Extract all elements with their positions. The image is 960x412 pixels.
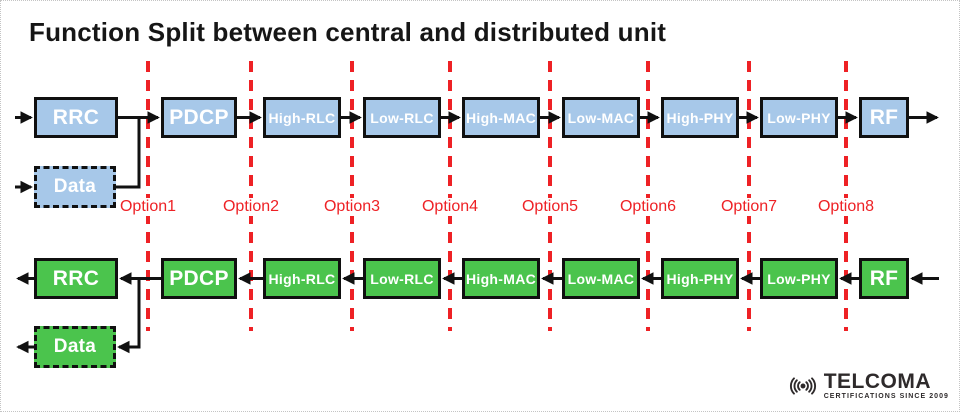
connector-top-data-branch xyxy=(116,117,141,189)
box-top-rrc: RRC xyxy=(34,97,118,138)
arrow-bottom-branch-to-data xyxy=(117,278,141,354)
split-line-option6 xyxy=(646,61,650,331)
box-top-data: Data xyxy=(34,166,116,208)
option-label-7: Option7 xyxy=(717,198,781,216)
option-label-2: Option2 xyxy=(219,198,283,216)
box-bottom-lowphy: Low-PHY xyxy=(760,258,838,299)
box-bottom-rf: RF xyxy=(859,258,909,299)
box-top-highphy: High-PHY xyxy=(661,97,739,138)
option-label-4: Option4 xyxy=(418,198,482,216)
box-top-lowrlc: Low-RLC xyxy=(363,97,441,138)
option-label-8: Option8 xyxy=(814,198,878,216)
box-top-lowphy: Low-PHY xyxy=(760,97,838,138)
split-line-option1 xyxy=(146,61,150,331)
page-title: Function Split between central and distr… xyxy=(29,17,667,47)
box-top-lowmac: Low-MAC xyxy=(562,97,640,138)
box-bottom-data: Data xyxy=(34,326,116,368)
box-bottom-lowrlc: Low-RLC xyxy=(363,258,441,299)
box-bottom-pdcp: PDCP xyxy=(161,258,237,299)
split-line-option4 xyxy=(448,61,452,331)
split-line-option2 xyxy=(249,61,253,331)
box-bottom-highphy: High-PHY xyxy=(661,258,739,299)
split-line-option3 xyxy=(350,61,354,331)
box-top-highmac: High-MAC xyxy=(462,97,540,138)
option-label-3: Option3 xyxy=(320,198,384,216)
split-line-option8 xyxy=(844,61,848,331)
split-line-option7 xyxy=(747,61,751,331)
box-bottom-highmac: High-MAC xyxy=(462,258,540,299)
box-top-rf: RF xyxy=(859,97,909,138)
logo-tagline: CERTIFICATIONS SINCE 2009 xyxy=(823,393,949,400)
split-line-option5 xyxy=(548,61,552,331)
box-top-pdcp: PDCP xyxy=(161,97,237,138)
signal-waves-icon xyxy=(789,377,816,395)
box-top-highrlc: High-RLC xyxy=(263,97,341,138)
telcoma-logo: TELCOMA CERTIFICATIONS SINCE 2009 xyxy=(784,371,949,401)
option-label-6: Option6 xyxy=(616,198,680,216)
logo-brand: TELCOMA xyxy=(823,370,932,393)
option-label-1: Option1 xyxy=(116,198,180,216)
box-bottom-lowmac: Low-MAC xyxy=(562,258,640,299)
box-bottom-rrc: RRC xyxy=(34,258,118,299)
option-label-5: Option5 xyxy=(518,198,582,216)
box-bottom-highrlc: High-RLC xyxy=(263,258,341,299)
